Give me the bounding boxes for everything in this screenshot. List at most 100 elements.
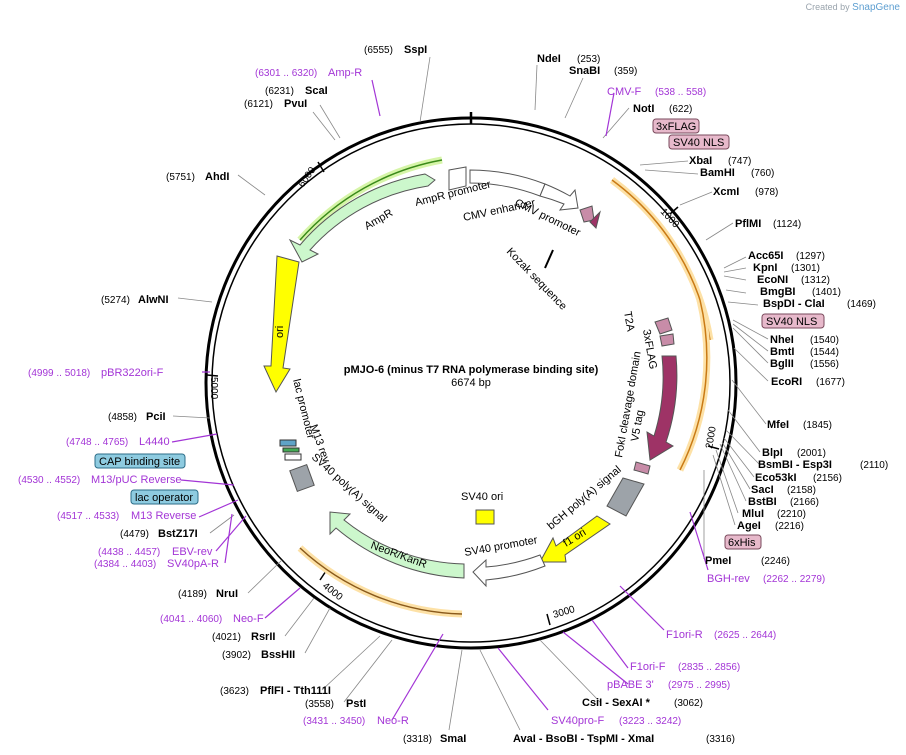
site-kpni[interactable]: KpnI(1301) [753,262,820,274]
svg-text:BsmBI - Esp3I: BsmBI - Esp3I [758,459,832,471]
box-3xflag[interactable]: 3xFLAG [652,118,700,134]
site-alwni[interactable]: (5274)AlwNI [101,294,169,306]
site-econi[interactable]: EcoNI(1312) [757,274,830,286]
svg-text:Neo-R: Neo-R [377,715,409,727]
svg-text:NotI: NotI [633,103,654,115]
svg-text:PflFI - Tth111I: PflFI - Tth111I [260,685,331,697]
svg-text:(1312): (1312) [801,275,830,286]
primer-f1ori-f[interactable]: F1ori-F(2835 .. 2856) [630,661,740,673]
plasmid-length: 6674 bp [451,377,491,389]
orf-arc-2 [679,299,708,471]
svg-text:(4858): (4858) [108,412,137,423]
site-saci[interactable]: SacI(2158) [751,484,816,496]
site-bsshii[interactable]: (3902)BssHII [222,649,295,661]
site-ahdi[interactable]: (5751)AhdI [166,171,229,183]
site-pcii[interactable]: (4858) PciI [108,411,166,423]
site-psti[interactable]: (3558)PstI [305,698,366,710]
svg-text:2000: 2000 [704,425,719,449]
svg-text:ScaI: ScaI [305,85,328,97]
site-bsmbi[interactable]: BsmBI - Esp3I(2110) [758,459,888,471]
site-sspi[interactable]: (6555)SspI [364,44,427,56]
site-claI[interactable]: BspDI - ClaI(1469) [763,298,876,310]
svg-text:5000: 5000 [208,377,219,400]
foki-feature [646,355,678,461]
site-xcmi[interactable]: XcmI(978) [713,186,778,198]
sv40-promoter-feature [472,554,546,588]
cmv-promoter-feature [539,183,579,211]
site-acc65i[interactable]: Acc65I(1297) [748,250,825,262]
site-blpi[interactable]: BlpI(2001) [762,447,826,459]
site-bamhi[interactable]: BamHI(760) [700,167,774,179]
site-agei[interactable]: AgeI(2216) [737,520,804,532]
site-nrui[interactable]: (4189)NruI [178,588,238,600]
svg-text:6xHis: 6xHis [728,537,756,549]
box-sv40-nls-mid[interactable]: SV40 NLS [761,313,825,329]
svg-text:(1556): (1556) [810,359,839,370]
primer-ebv-rev[interactable]: (4438 .. 4457)EBV-rev [98,546,213,558]
site-bglii[interactable]: BglII(1556) [770,358,839,370]
site-csii[interactable]: CsiI - SexAI *(3062) [582,697,703,709]
svg-text:PciI: PciI [146,411,166,423]
site-pflfi[interactable]: (3623)PflFI - Tth111I [220,685,331,697]
svg-text:EBV-rev: EBV-rev [172,546,213,558]
box-sv40-nls-top[interactable]: SV40 NLS [668,134,730,150]
tick-6000: 6000 [296,161,325,190]
site-rsrii[interactable]: (4021)RsrII [212,631,275,643]
primer-sv40pa-r[interactable]: (4384 .. 4403)SV40pA-R [94,558,219,570]
primer-m13-reverse[interactable]: (4517 .. 4533)M13 Reverse [57,510,196,522]
site-smai[interactable]: (3318)SmaI [403,733,466,745]
site-snabi[interactable]: SnaBI(359) [569,65,637,77]
primer-sv40pro-f[interactable]: SV40pro-F(3223 .. 3242) [551,715,681,727]
t2a-label: T2A [621,310,636,333]
site-pflmi[interactable]: PflMI(1124) [735,218,801,230]
box-cap-binding-site[interactable]: CAP binding site [94,453,186,469]
box-lac-operator[interactable]: lac operator [130,489,199,505]
svg-text:NruI: NruI [216,588,238,600]
site-scai[interactable]: (6231)ScaI [265,85,328,97]
primer-neo-r[interactable]: (3431 .. 3450)Neo-R [303,715,409,727]
tick-5000: 5000 [206,374,219,400]
site-mlui[interactable]: MluI(2210) [742,508,806,520]
site-bstbi[interactable]: BstBI(2166) [748,496,819,508]
svg-text:KpnI: KpnI [753,262,777,274]
plasmid-name: pMJO-6 (minus T7 RNA polymerase binding … [344,364,599,376]
site-mfei[interactable]: MfeI(1845) [767,419,832,431]
flag-feature [659,333,675,347]
primer-pbr322ori-f[interactable]: (4999 .. 5018)pBR322ori-F [28,367,164,379]
svg-text:BGH-rev: BGH-rev [707,573,750,585]
primer-m13-puc-reverse[interactable]: (4530 .. 4552)M13/pUC Reverse [18,474,181,486]
primer-cmv-f[interactable]: CMV-F(538 .. 558) [607,86,706,98]
svg-text:BamHI: BamHI [700,167,735,179]
ampr-feature [288,173,436,263]
svg-text:SV40 NLS: SV40 NLS [766,316,817,328]
site-bstz17i[interactable]: (4479)BstZ17I [120,528,198,540]
svg-text:(2158): (2158) [787,485,816,496]
site-noti[interactable]: NotI(622) [633,103,692,115]
primer-bgh-rev[interactable]: BGH-rev(2262 .. 2279) [707,573,825,585]
site-ecori[interactable]: EcoRI(1677) [771,376,845,388]
svg-text:(4384 .. 4403): (4384 .. 4403) [94,559,156,570]
svg-text:(2156): (2156) [813,473,842,484]
site-pvui[interactable]: (6121)PvuI [244,98,307,110]
site-bmti[interactable]: BmtI(1544) [770,346,839,358]
primer-neo-f[interactable]: (4041 .. 4060)Neo-F [160,613,264,625]
primer-pbabe-3[interactable]: pBABE 3'(2975 .. 2995) [607,679,730,691]
site-nhei[interactable]: NheI(1540) [770,334,839,346]
svg-text:CsiI - SexAI *: CsiI - SexAI * [582,697,651,709]
site-bmgbi[interactable]: BmgBI(1401) [760,286,841,298]
site-ndei[interactable]: NdeI(253) [537,53,600,65]
primer-l4440[interactable]: (4748 .. 4765)L4440 [66,436,170,448]
svg-text:BstBI: BstBI [748,496,777,508]
site-pmei[interactable]: PmeI(2246) [705,555,790,567]
site-avai[interactable]: AvaI - BsoBI - TspMI - XmaI(3316) [513,733,735,745]
primer-f1ori-r[interactable]: F1ori-R(2625 .. 2644) [666,629,776,641]
svg-text:(1401): (1401) [812,287,841,298]
svg-text:(2975 .. 2995): (2975 .. 2995) [668,680,730,691]
primer-amp-r[interactable]: (6301 .. 6320)Amp-R [255,67,362,79]
svg-text:3xFLAG: 3xFLAG [656,121,696,133]
box-6xhis[interactable]: 6xHis [724,534,762,550]
site-eco53ki[interactable]: Eco53kI(2156) [755,472,842,484]
ampr-promoter-feature [448,166,467,191]
svg-text:(253): (253) [577,54,600,65]
site-xbai[interactable]: XbaI(747) [689,155,751,167]
